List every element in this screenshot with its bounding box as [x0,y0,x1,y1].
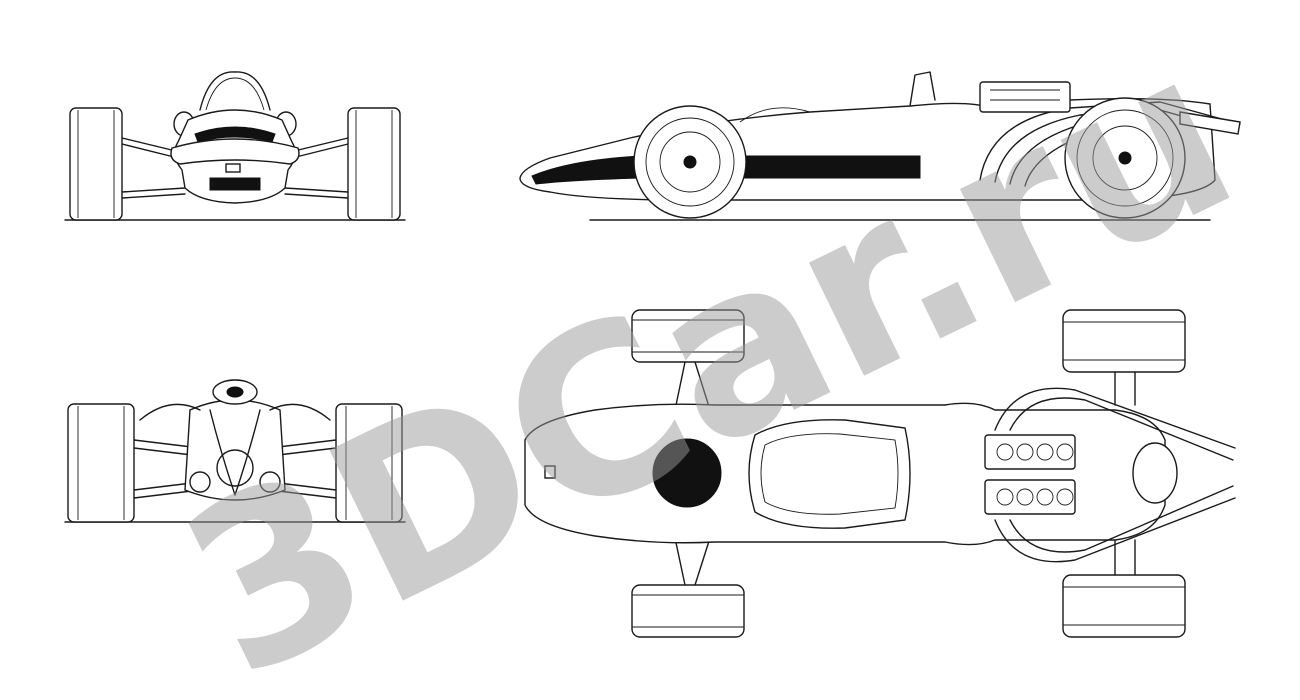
front-hub [683,155,697,169]
top-front-left-tire [631,309,745,363]
rear-right-tire [335,403,403,523]
side-view [510,60,1250,230]
top-exhaust-right-1 [994,497,1236,563]
rear-left-suspension [133,439,201,499]
rear-hub [1118,151,1132,165]
cockpit-opening [194,126,276,143]
top-front-right-suspension [674,537,711,586]
rear-exhaust [209,409,261,496]
top-rear-left-tire [1062,309,1186,373]
nose-badge [225,163,241,173]
rear-left-tire [67,403,135,523]
air-intake [209,177,261,191]
front-left-suspension [121,137,186,199]
rear-view [60,370,410,530]
top-view-drawing [524,309,1236,638]
top-rear-right-tire [1062,574,1186,638]
top-exhaust-left-1 [994,387,1236,449]
nose-wing [170,138,300,165]
top-front-right-tire [631,584,745,638]
engine-bank-left [984,434,1076,470]
front-right-suspension [284,137,349,199]
number-roundel [652,438,722,508]
tail-pipe [1179,111,1241,135]
rear-right-suspension [269,439,337,499]
roll-hoop [199,71,271,111]
top-front-left-suspension [674,361,711,411]
exhaust-pipe-2 [994,109,1239,183]
front-view-drawing [64,71,406,221]
gearbox-cover [216,449,254,487]
top-exhaust-left-2 [1009,397,1234,461]
top-rear-left-suspension [1114,371,1136,406]
top-exhaust-right-2 [1009,485,1234,553]
roll-hoop [909,71,936,107]
top-rear-right-suspension [1114,539,1136,576]
front-right-tire [347,107,401,221]
top-view [515,300,1255,645]
nose-badge [544,465,556,479]
top-gearbox [1132,442,1178,504]
rear-view-drawing [64,379,406,523]
side-view-drawing [519,71,1241,221]
engine-block [979,81,1071,113]
front-left-tire [69,107,123,221]
front-view [60,60,410,230]
engine-bank-right [984,479,1076,515]
cockpit-area [748,419,911,529]
